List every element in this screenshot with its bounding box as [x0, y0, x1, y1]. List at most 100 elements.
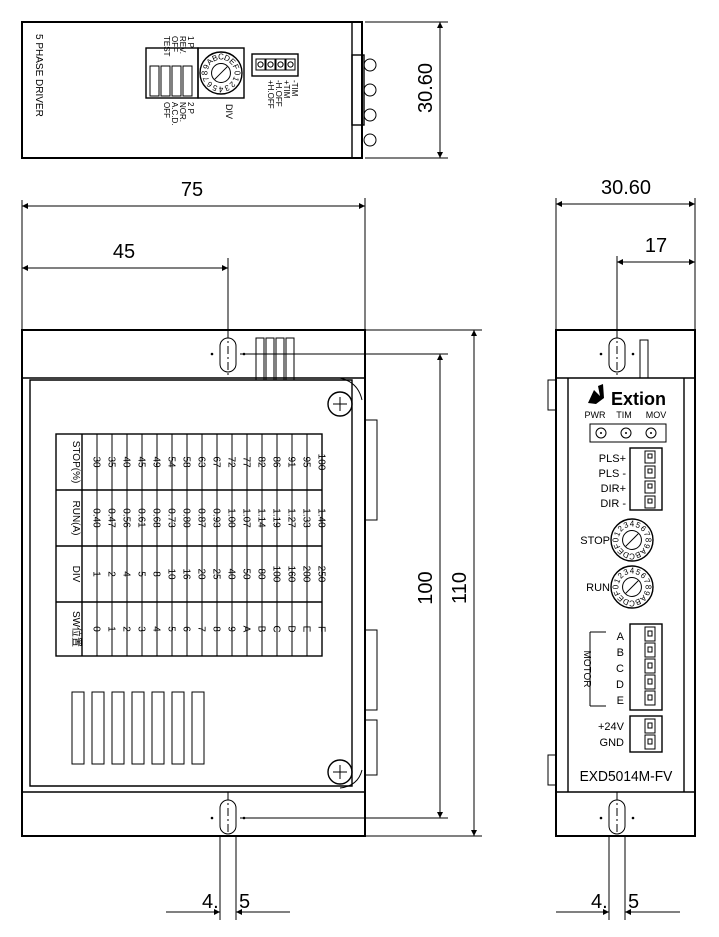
rotary-digit: 5: [634, 520, 642, 530]
rotary-digit: 4: [630, 567, 635, 576]
table-cell: 45: [136, 456, 147, 468]
io-labels: PLS+ PLS - DIR+ DIR -: [598, 453, 626, 510]
rotary-digit: 6: [205, 79, 215, 89]
svg-text:A: A: [617, 631, 625, 643]
rotary-digit: 9: [201, 63, 211, 71]
io-connector: [629, 447, 663, 511]
table-cell: 95: [301, 456, 312, 468]
table-cell: 54: [166, 456, 177, 468]
svg-text:+TIM: +TIM: [282, 80, 291, 99]
top-connector: [251, 53, 299, 77]
rotary-digit: 3: [622, 567, 630, 577]
rotary-digit: 5: [634, 567, 642, 577]
top-rotary-housing: [197, 47, 245, 99]
rotary-digit: 6: [639, 524, 649, 534]
side-view: 30.60 17 Extion PWR TIM MOV: [547, 177, 696, 920]
rotary-digit: 8: [643, 538, 652, 543]
svg-text:TEST: TEST: [162, 36, 171, 57]
stop-label: STOP: [580, 535, 610, 547]
svg-text:+H.OFF: +H.OFF: [266, 80, 275, 109]
table-cell: 8: [151, 571, 162, 577]
power-connector-pins: [644, 718, 656, 750]
table-cell: 0.87: [196, 508, 207, 528]
power-label-24v: +24V: [598, 721, 625, 733]
rotary-digit: 0: [232, 71, 241, 76]
led-mov-icon: [645, 427, 657, 439]
dip-labels-bottom: 2 P NOR. A.C.D. OFF: [162, 102, 195, 126]
table-cell: 5: [136, 571, 147, 577]
svg-text:OFF: OFF: [162, 102, 171, 118]
table-cell: 4: [151, 626, 162, 632]
rotary-digit: F: [612, 589, 622, 597]
power-connector: [629, 715, 663, 753]
table-cell: 0.56: [121, 508, 132, 528]
rotary-digit: B: [211, 53, 219, 63]
rotary-digit: 1: [612, 530, 622, 538]
svg-text:DIR -: DIR -: [600, 498, 626, 510]
led-tim-icon: [620, 427, 632, 439]
rotary-digit: 1: [231, 75, 241, 83]
table-cell: 0.80: [181, 508, 192, 528]
table-cell: 6: [181, 626, 192, 632]
table-cell: 2: [106, 571, 117, 577]
motor-pin-labels: A B C D E: [616, 631, 625, 707]
rotary-digit: E: [616, 593, 626, 603]
table-cell: 86: [271, 456, 282, 468]
io-connector-pins: [644, 450, 656, 509]
table-header: SW位置: [70, 611, 83, 647]
motor-connector-pins: [644, 626, 656, 706]
table-cell: 4: [121, 571, 132, 577]
table-cell: 77: [241, 456, 252, 468]
rotary-digit: 7: [201, 75, 211, 83]
rotary-digit: 4: [218, 84, 223, 93]
table-cell: E: [301, 626, 312, 633]
rotary-digit: 8: [643, 585, 652, 590]
front-vents: [71, 691, 205, 765]
rotary-digit: 2: [616, 524, 626, 534]
table-cell: 1.00: [226, 508, 237, 528]
rotary-digit: F: [231, 63, 241, 71]
motor-label: MOTOR: [581, 650, 592, 687]
screw-top: [327, 391, 353, 417]
svg-text:-TIM: -TIM: [290, 80, 299, 97]
rotary-digit: 9: [642, 542, 652, 550]
svg-text:2 P: 2 P: [186, 102, 195, 114]
table-header: RUN(A): [70, 501, 81, 536]
table-cell: A: [241, 626, 252, 633]
table-cell: 63: [196, 456, 207, 468]
table-cell: C: [271, 625, 282, 632]
dim-slot-left-a: 4.: [202, 891, 219, 913]
table-cell: 25: [211, 568, 222, 580]
table-cell: 91: [286, 456, 297, 468]
dim-front-height-inner: 100: [415, 571, 437, 604]
table-cell: D: [286, 625, 297, 632]
table-cell: 250: [316, 566, 327, 583]
rotary-digit: A: [638, 546, 649, 557]
front-side-connectors: [364, 419, 378, 776]
svg-text:1 P: 1 P: [186, 36, 195, 48]
table-cell: 16: [181, 568, 192, 580]
svg-text:PLS -: PLS -: [598, 468, 626, 480]
table-cell: 58: [181, 456, 192, 468]
front-view-body: [21, 329, 366, 837]
table-cell: 0.47: [106, 508, 117, 528]
table-cell: 10: [166, 568, 177, 580]
motor-bracket: [589, 631, 606, 707]
svg-text:REV.: REV.: [178, 36, 187, 54]
table-cell: 1.27: [286, 508, 297, 528]
table-header: STOP(%): [70, 441, 81, 484]
led-label-tim: TIM: [616, 410, 632, 420]
top-div-label: DIV: [224, 104, 234, 119]
screw-bottom: [327, 759, 353, 785]
svg-text:B: B: [617, 647, 624, 659]
top-view: 5 PHASE DRIVER 1 P REV. OFF TEST 2 P NOR…: [21, 21, 448, 159]
table-cell: 8: [211, 626, 222, 632]
rotary-digit: A: [638, 593, 649, 604]
table-cell: 67: [211, 456, 222, 468]
table-cell: 40: [121, 456, 132, 468]
rotary-digit: C: [629, 598, 635, 607]
dim-top-height: 30.60: [415, 63, 437, 113]
table-cell: 72: [226, 456, 237, 468]
table-cell: 49: [151, 456, 162, 468]
